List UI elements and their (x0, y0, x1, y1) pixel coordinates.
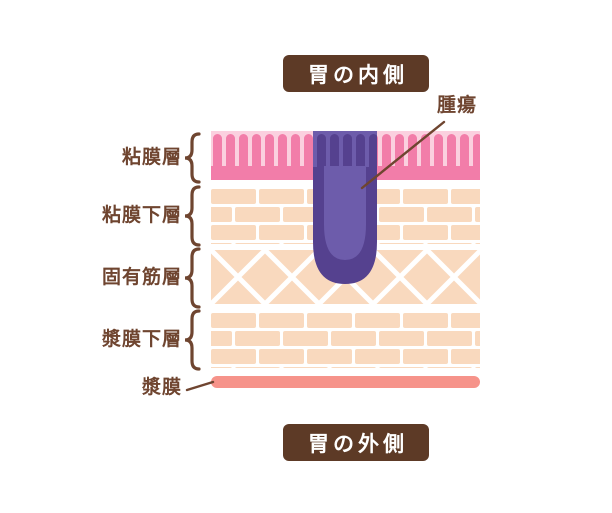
brace-mucosa (184, 132, 201, 184)
label-submucosa: 粘膜下層 (101, 205, 182, 226)
tumor-shape (313, 131, 377, 284)
pointer-lines (185, 120, 446, 392)
label-mucosa: 粘膜層 (121, 147, 182, 168)
serosa-pointer-line (185, 380, 215, 392)
brace-submucosa (184, 185, 201, 247)
label-muscularis: 固有筋層 (101, 267, 182, 288)
layer-braces (184, 132, 201, 371)
title-stomach-outside: 胃の外側 (283, 424, 429, 461)
title-stomach-inside: 胃の内側 (283, 55, 429, 92)
serosa-layer (211, 376, 480, 388)
brace-muscularis (184, 247, 201, 309)
subserosa-layer (211, 310, 480, 368)
tumor-label: 腫瘍 (437, 95, 478, 116)
tumor-pointer-line (360, 120, 446, 190)
label-subserosa: 漿膜下層 (101, 329, 182, 350)
brace-subserosa (184, 309, 201, 371)
label-serosa: 漿膜 (141, 377, 182, 398)
